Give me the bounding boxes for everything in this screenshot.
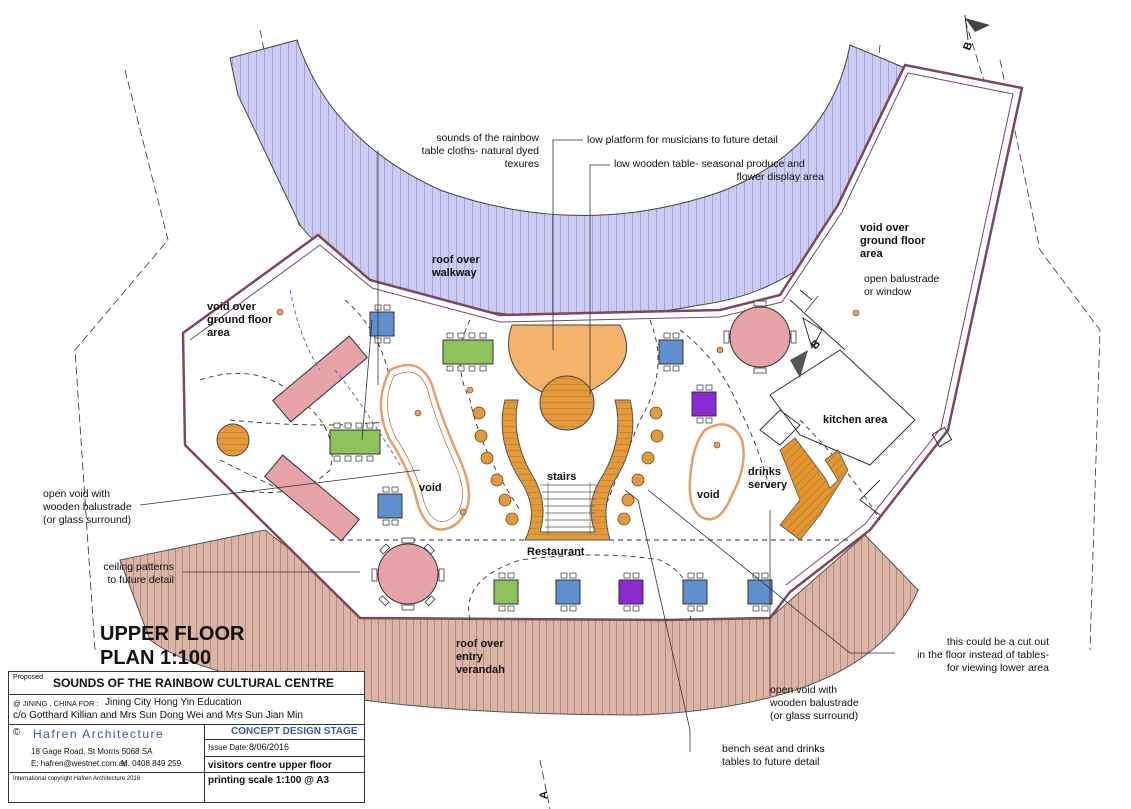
tb-international-copyright: International copyright Hafren Architect…	[13, 776, 141, 782]
tb-copyright-symbol: ©	[13, 727, 21, 738]
label-cutout-2: in the floor instead of tables-	[917, 649, 1049, 661]
open-void-right	[688, 423, 745, 521]
label-void-left-2: ground floor	[207, 314, 273, 326]
tb-sheet-title: visitors centre upper floor	[208, 760, 332, 771]
label-rainbow-3: texures	[505, 158, 539, 170]
label-balustrade-1: open balustrade	[864, 273, 939, 285]
label-low-table-1: low wooden table- seasonal produce and	[614, 158, 805, 170]
label-roof-verandah-2: entry	[456, 651, 484, 663]
label-cutout-1: this could be a cut out	[947, 636, 1049, 648]
drinks-servery-counter	[779, 437, 849, 541]
label-balustrade-2: or window	[864, 286, 912, 298]
tb-client-1: Jining City Hong Yin Education	[105, 697, 242, 708]
tb-issue-date: 8/06/2016	[249, 742, 290, 752]
label-restaurant: Restaurant	[527, 546, 585, 558]
tb-project: SOUNDS OF THE RAINBOW CULTURAL CENTRE	[53, 676, 334, 690]
label-bench-1: bench seat and drinks	[722, 743, 825, 755]
leader-lines	[139, 139, 895, 752]
label-void-a: void	[419, 482, 442, 494]
tb-client-2: c/o Gotthard Killian and Mrs Sun Dong We…	[13, 710, 303, 721]
tb-mobile: M. 0408 849 259	[121, 759, 182, 768]
annotation-labels: sounds of the rainbow table cloths- natu…	[42, 132, 1049, 768]
label-openvoid-right-3: (or glass surround)	[770, 710, 858, 722]
label-void-right-2: ground floor	[860, 235, 926, 247]
round-table-chairs	[371, 300, 797, 611]
title-block: Proposed SOUNDS OF THE RAINBOW CULTURAL …	[8, 671, 365, 803]
bench-stools	[472, 406, 664, 526]
square-table-chairs	[333, 304, 769, 612]
low-wooden-table	[539, 375, 595, 431]
label-void-right-1: void over	[860, 222, 910, 234]
tb-proposed: Proposed	[13, 674, 43, 681]
tb-email: E: hafren@westnet.com.au	[31, 759, 128, 768]
label-roof-verandah-1: roof over	[456, 638, 504, 650]
label-openvoid-left-2: wooden balustrade	[42, 501, 132, 513]
label-openvoid-left-3: (or glass surround)	[43, 514, 131, 526]
label-roof-walkway-1: roof over	[432, 254, 480, 266]
tb-firm: Hafren Architecture	[33, 727, 165, 741]
tb-stage: CONCEPT DESIGN STAGE	[231, 726, 358, 737]
label-openvoid-right-2: wooden balustrade	[769, 697, 859, 709]
kitchen-area	[759, 289, 953, 516]
label-kitchen: kitchen area	[823, 414, 888, 426]
section-marker-b-top: B	[961, 40, 975, 52]
label-platform: low platform for musicians to future det…	[587, 134, 778, 146]
label-openvoid-right-1: open void with	[770, 684, 837, 696]
label-roof-verandah-3: verandah	[456, 664, 505, 676]
open-void-left	[379, 363, 471, 531]
label-roof-walkway-2: walkway	[431, 267, 478, 279]
label-ceiling-2: to future detail	[107, 574, 174, 586]
label-rainbow-2: table cloths- natural dyed	[422, 145, 539, 157]
label-void-left-3: area	[207, 327, 231, 339]
label-rainbow-1: sounds of the rainbow	[436, 132, 539, 144]
tb-location-prefix: @ JINING , CHINA FOR :	[13, 699, 99, 708]
label-void-left-1: void over	[207, 301, 257, 313]
label-low-table-2: flower display area	[736, 171, 824, 183]
section-marker-a: A	[538, 791, 550, 799]
tb-printing-scale: printing scale 1:100 @ A3	[208, 775, 330, 786]
label-cutout-3: for viewing lower area	[947, 662, 1049, 674]
label-void-b: void	[697, 489, 720, 501]
dashed-arrows	[289, 289, 401, 466]
label-drinks-2: servery	[748, 479, 788, 491]
stairs	[501, 399, 634, 541]
label-openvoid-left-1: open void with	[43, 488, 110, 500]
columns	[276, 308, 860, 516]
plan-title-line2: PLAN 1:100	[100, 647, 211, 669]
long-pink-tables	[263, 335, 369, 542]
tb-issue-date-label: Issue Date:	[208, 743, 249, 752]
label-ceiling-1: ceiling patterns	[103, 561, 174, 573]
label-bench-2: tables to future detail	[722, 756, 819, 768]
plan-title-line1: UPPER FLOOR	[100, 623, 245, 645]
round-tables	[216, 306, 791, 605]
tb-address: 18 Gage Road, St Morris 5068 SA	[31, 747, 153, 756]
label-stairs: stairs	[547, 471, 576, 483]
label-drinks-1: drinks	[748, 466, 781, 478]
label-void-right-3: area	[860, 248, 884, 260]
square-tables	[329, 311, 773, 605]
